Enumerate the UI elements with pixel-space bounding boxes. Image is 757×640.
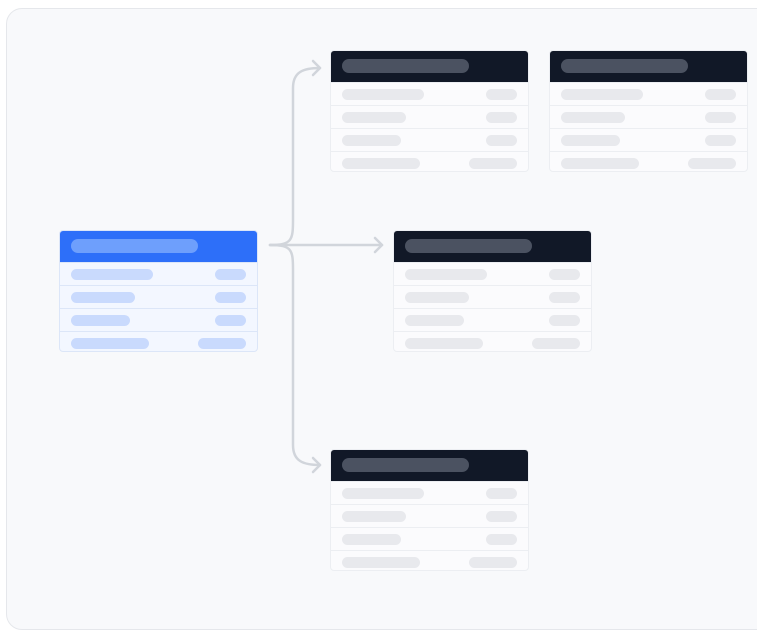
target-table-node-middle[interactable]	[393, 230, 592, 352]
table-row	[331, 504, 528, 527]
title-placeholder	[342, 59, 469, 73]
target-table-header	[331, 450, 528, 481]
target-table-header	[550, 51, 747, 82]
table-row	[550, 82, 747, 105]
table-row	[60, 331, 257, 351]
table-row	[331, 481, 528, 504]
table-row	[331, 128, 528, 151]
table-row	[550, 105, 747, 128]
title-placeholder	[405, 239, 532, 253]
source-table-node[interactable]	[59, 230, 258, 352]
target-table-node-top-left[interactable]	[330, 50, 529, 172]
source-table-header	[60, 231, 257, 262]
title-placeholder	[561, 59, 688, 73]
table-row	[550, 151, 747, 171]
title-placeholder	[342, 458, 469, 472]
table-row	[394, 331, 591, 351]
target-table-header	[394, 231, 591, 262]
target-table-node-bottom[interactable]	[330, 449, 529, 571]
table-row	[331, 82, 528, 105]
table-row	[60, 285, 257, 308]
target-table-header	[331, 51, 528, 82]
table-row	[394, 308, 591, 331]
title-placeholder	[71, 239, 198, 253]
table-row	[394, 262, 591, 285]
table-row	[331, 527, 528, 550]
table-row	[331, 105, 528, 128]
target-table-node-top-right[interactable]	[549, 50, 748, 172]
table-row	[394, 285, 591, 308]
table-row	[331, 550, 528, 570]
table-row	[60, 262, 257, 285]
table-row	[331, 151, 528, 171]
table-row	[60, 308, 257, 331]
table-row	[550, 128, 747, 151]
